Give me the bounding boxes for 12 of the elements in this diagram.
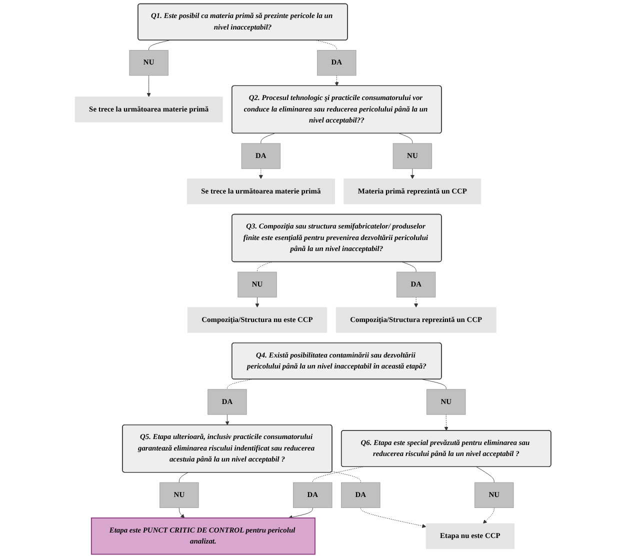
connector (226, 379, 252, 390)
connector (399, 133, 413, 144)
connector (260, 133, 275, 144)
connector (178, 472, 188, 483)
connector (316, 40, 337, 51)
connector (257, 262, 272, 272)
connector (312, 466, 363, 483)
connector (148, 40, 170, 51)
connector (476, 466, 494, 483)
connector (332, 471, 361, 483)
connector (402, 262, 416, 272)
connector (422, 379, 446, 390)
